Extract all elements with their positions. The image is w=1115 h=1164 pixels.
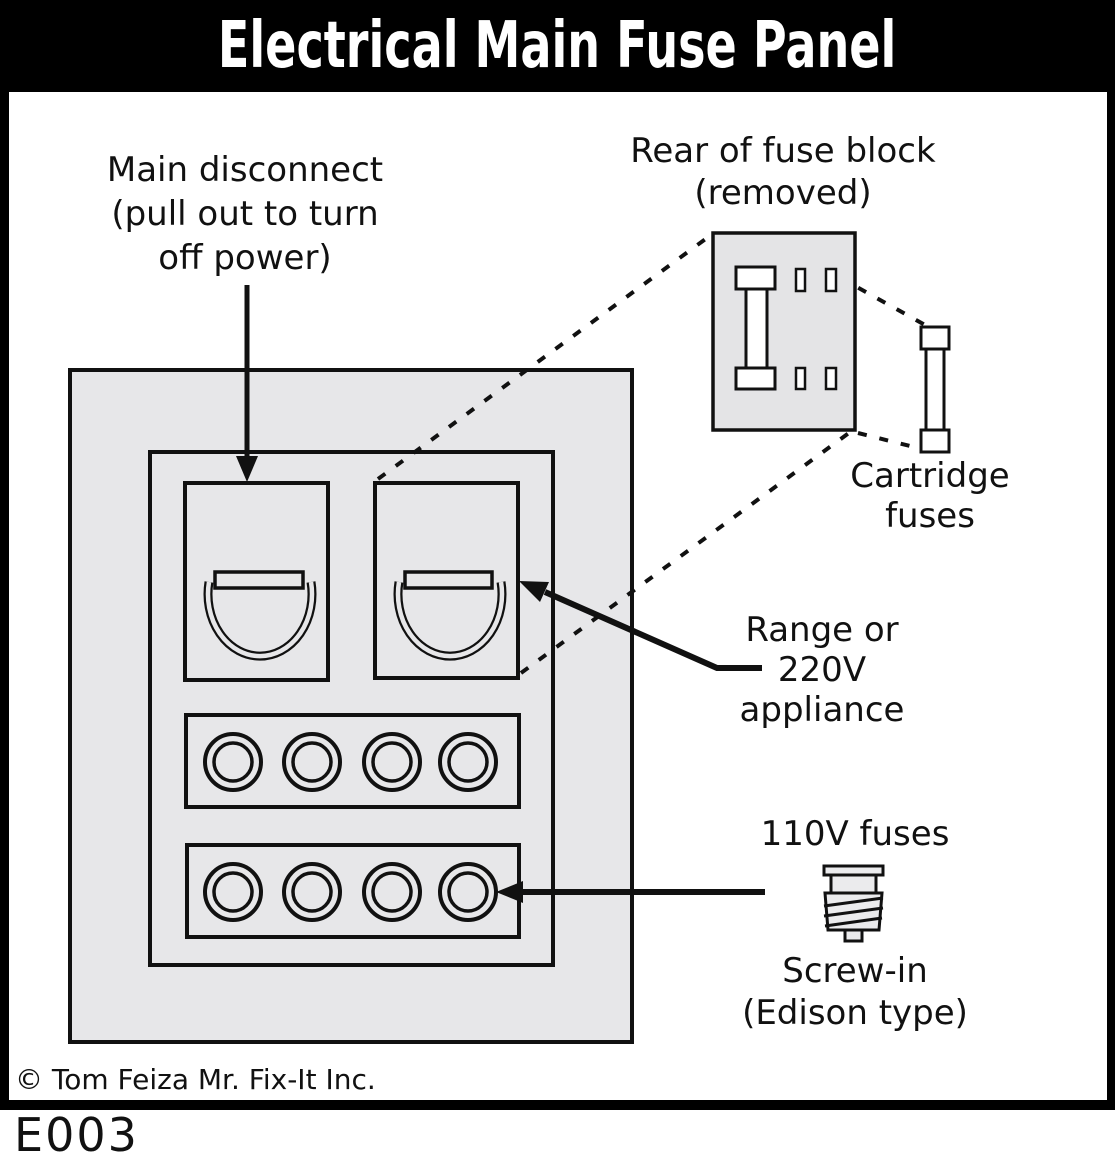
empty-clip-slot [794, 366, 807, 391]
projection-line-top [376, 233, 713, 481]
fuse-socket [362, 732, 422, 792]
empty-clip-slot [794, 267, 807, 293]
fuse-block-body [711, 231, 857, 432]
fuse-socket [203, 862, 263, 922]
label-screw-in: Screw-in (Edison type) [742, 951, 968, 1033]
label-range-appliance: Range or 220V appliance [739, 610, 905, 730]
arrow-range-appliance [519, 581, 762, 671]
label-cartridge-fuses: Cartridge fuses [850, 456, 1010, 536]
projection-line-bottom [519, 428, 855, 675]
screw-in-fuse-drawing [822, 864, 885, 943]
figure-title-banner: Electrical Main Fuse Panel [0, 0, 1115, 92]
edison-thread [823, 896, 884, 908]
label-rear-fuse-block: Rear of fuse block (removed) [630, 131, 936, 213]
edison-thread [823, 906, 884, 918]
main-disconnect-pullout-block [183, 481, 330, 682]
range-pullout-block [373, 481, 520, 680]
fuse-socket [438, 732, 498, 792]
cartridge-cap-top [919, 325, 951, 351]
fuse-row-top [184, 713, 521, 809]
edison-body [829, 873, 878, 895]
fuse-clip-top [734, 265, 777, 291]
rear-fuse-block-drawing [711, 231, 857, 432]
arrow-110v-fuses [496, 881, 765, 903]
edison-thread [824, 916, 883, 928]
fuse-clip-bottom [734, 366, 777, 391]
copyright-text: © Tom Feiza Mr. Fix-It Inc. [15, 1063, 376, 1096]
pull-handle-bar [213, 570, 305, 590]
cartridge-cap-bottom [919, 428, 951, 454]
dashed-projection-lines [376, 233, 926, 675]
empty-clip-slot [824, 366, 838, 391]
cartridge-tube [924, 342, 946, 437]
fuse-socket [203, 732, 263, 792]
fuse-panel-cabinet [68, 368, 634, 1044]
figure-title: Electrical Main Fuse Panel [218, 9, 897, 83]
arrow-main-disconnect [236, 285, 258, 482]
fuse-socket [282, 732, 342, 792]
empty-clip-slot [824, 267, 838, 293]
figure-id: E003 [14, 1108, 139, 1162]
projection-line-cartridge-top [838, 275, 926, 327]
pull-handle-bar [403, 570, 494, 590]
cartridge-fuse-tube [744, 281, 769, 375]
fuse-socket [282, 862, 342, 922]
edison-tip [843, 928, 864, 943]
cartridge-fuse-drawing [919, 325, 951, 454]
label-main-disconnect: Main disconnect (pull out to turn off po… [106, 150, 384, 278]
fuse-socket [362, 862, 422, 922]
fuse-row-bottom [185, 843, 521, 939]
label-110v-fuses: 110V fuses [760, 814, 950, 854]
projection-line-cartridge-bottom [857, 431, 919, 450]
